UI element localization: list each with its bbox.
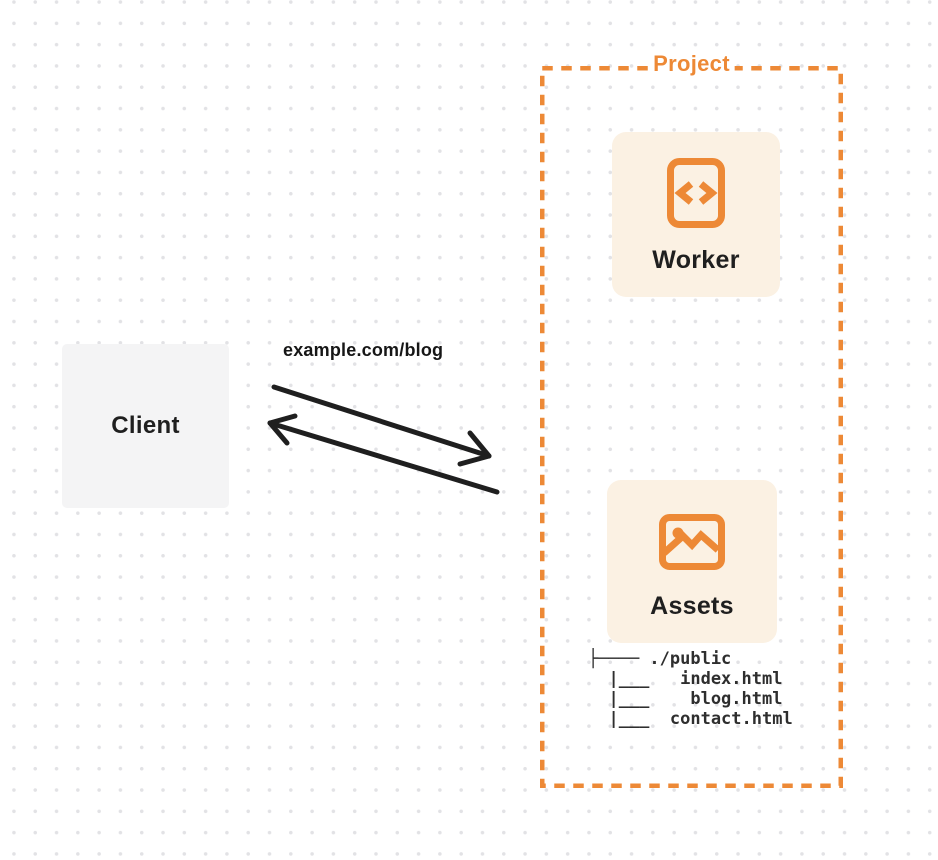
assets-card: Assets [607, 480, 777, 643]
client-label: Client [111, 412, 180, 439]
client-node: Client [62, 344, 229, 508]
file-tree-line-contact: |___ contact.html [588, 709, 793, 729]
project-boundary: Project Worker Assets ├──── ./public |__… [540, 51, 843, 788]
code-document-icon [667, 158, 725, 228]
file-tree: ├──── ./public |___ index.html |___ blog… [588, 649, 793, 729]
file-tree-line-blog: |___ blog.html [588, 689, 783, 709]
request-arrow [271, 384, 492, 467]
worker-card: Worker [612, 132, 780, 297]
request-url-label: example.com/blog [283, 340, 444, 360]
file-tree-line-public: ├──── ./public [588, 649, 732, 669]
assets-label: Assets [650, 592, 734, 620]
worker-label: Worker [652, 246, 740, 274]
response-arrow [267, 413, 500, 495]
image-icon [659, 514, 725, 570]
file-tree-line-index: |___ index.html [588, 669, 783, 689]
project-label: Project [648, 51, 735, 77]
project-dashed-border [540, 66, 843, 788]
